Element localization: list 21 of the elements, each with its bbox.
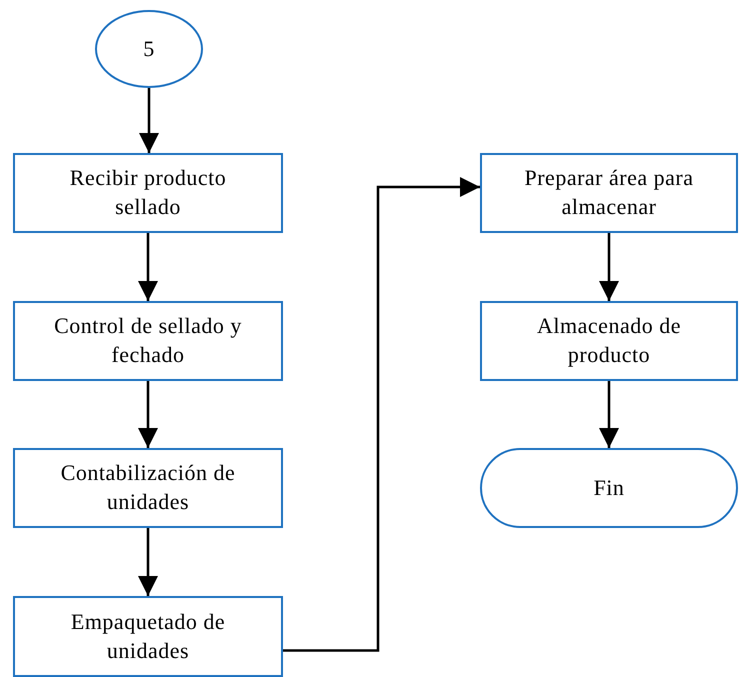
process-box	[13, 301, 283, 381]
node-label: Empaquetado de unidades	[70, 608, 226, 664]
process-box	[13, 448, 283, 528]
process-box	[13, 153, 283, 233]
arrow	[139, 88, 159, 153]
node-label: Contabilización de unidades	[60, 459, 236, 516]
node-label: 5	[143, 34, 155, 63]
node-label: Recibir producto sellado	[68, 164, 228, 221]
node-label: Control de sellado y fechado	[53, 312, 243, 369]
arrow	[283, 177, 480, 652]
node-label: Almacenado de producto	[536, 312, 682, 369]
arrow	[138, 528, 158, 596]
arrow	[138, 233, 158, 301]
node-label: Fin	[594, 474, 624, 502]
process-box	[480, 153, 738, 233]
arrow	[599, 233, 619, 301]
process-box	[13, 596, 283, 677]
node-label: Preparar área para almacenar	[524, 164, 694, 221]
process-box	[480, 301, 738, 381]
arrow	[599, 381, 619, 448]
arrow	[138, 381, 158, 448]
